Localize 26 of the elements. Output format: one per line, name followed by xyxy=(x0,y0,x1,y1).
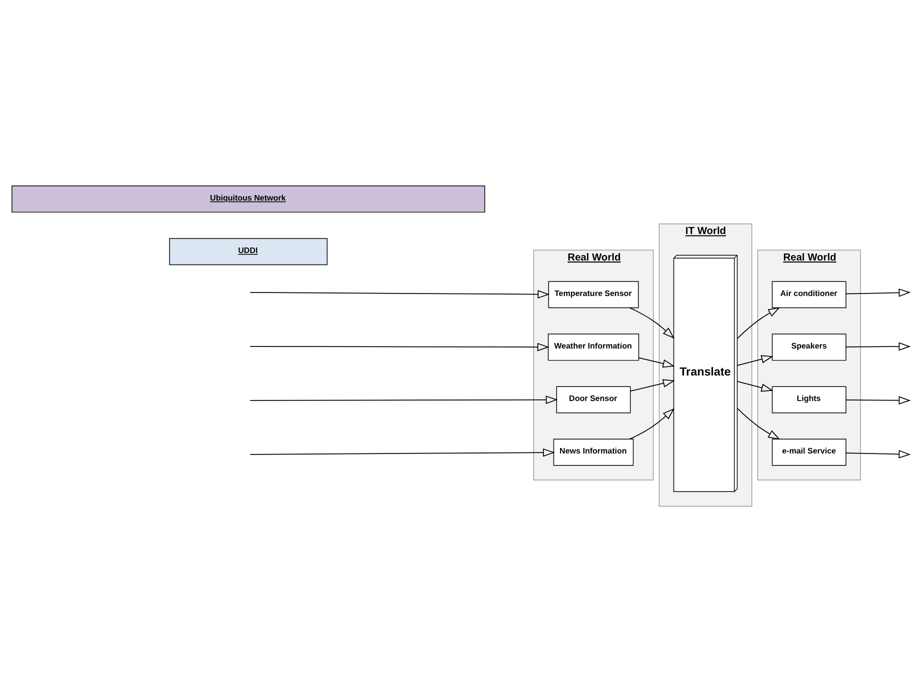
node-box: News Information xyxy=(553,438,634,466)
arrow xyxy=(737,354,774,366)
arrow xyxy=(846,288,911,296)
node-box: e-mail Service xyxy=(772,438,846,466)
arrow xyxy=(250,342,550,351)
arrow xyxy=(736,306,780,338)
arrow xyxy=(250,290,550,298)
arrow xyxy=(250,395,558,404)
node-box: Air conditioner xyxy=(772,280,846,308)
arrow xyxy=(846,342,911,350)
arrow xyxy=(736,408,780,440)
node-box: Temperature Sensor xyxy=(548,280,639,308)
arrow xyxy=(250,448,555,456)
arrow xyxy=(846,450,911,458)
node-box: Door Sensor xyxy=(556,386,631,413)
node-box: UDDI xyxy=(169,238,328,265)
node-box: Lights xyxy=(772,386,846,413)
node-box: Ubiquitous Network xyxy=(12,185,486,212)
node-box: Speakers xyxy=(772,333,846,360)
arrow xyxy=(629,408,674,439)
arrow xyxy=(846,396,911,404)
arrow xyxy=(737,380,774,392)
node-box: Weather Information xyxy=(548,333,640,360)
arrow xyxy=(629,306,674,338)
arrow xyxy=(630,378,675,392)
arrow xyxy=(638,356,675,368)
